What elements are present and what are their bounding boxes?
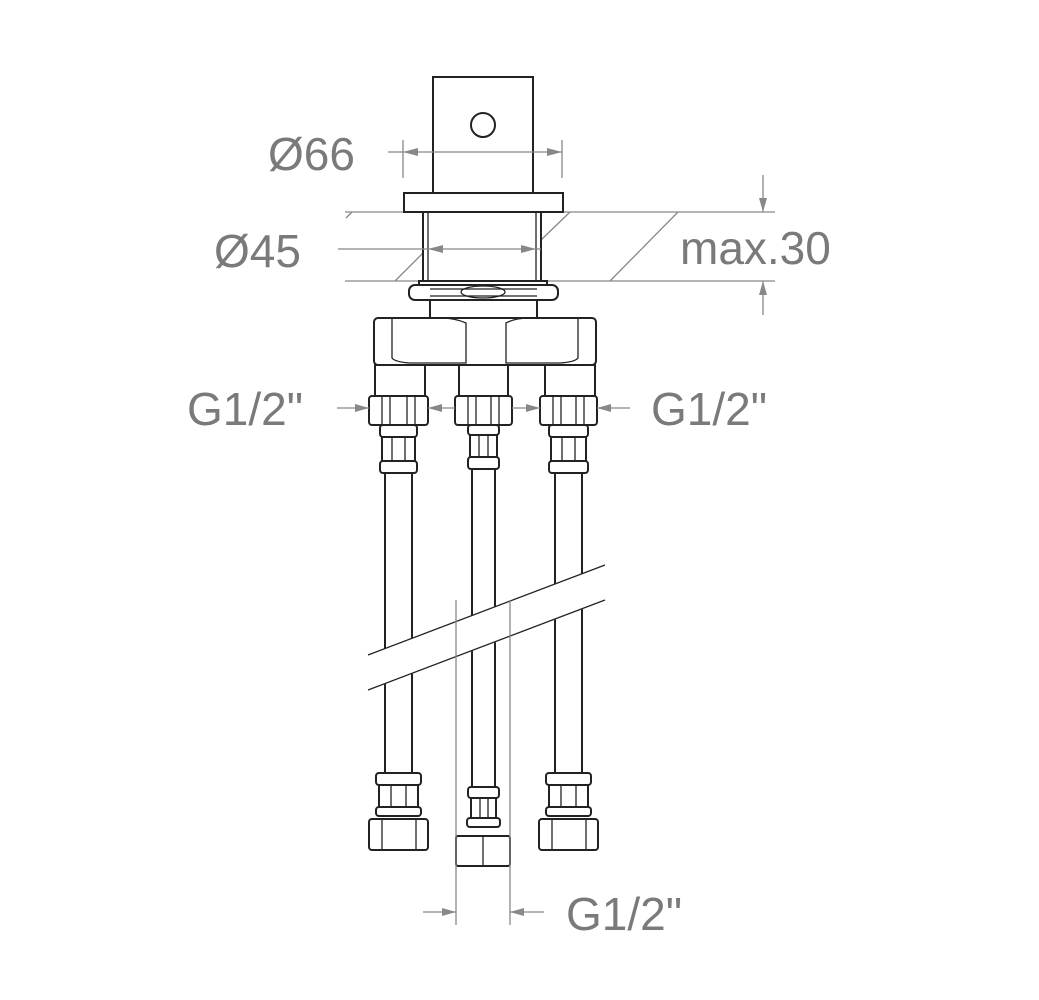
left-outlet-nut — [368, 818, 429, 851]
label-outlet: G1/2" — [566, 888, 682, 940]
inlet-nuts — [368, 395, 598, 426]
hoses — [379, 424, 589, 788]
neck — [429, 299, 538, 319]
label-outer-diameter: Ø66 — [268, 128, 355, 180]
left-hose — [384, 472, 413, 774]
handle-hole — [470, 112, 496, 138]
hose-end-fittings — [368, 772, 599, 867]
label-max-thickness: max.30 — [680, 222, 831, 274]
left-inlet-nut — [368, 395, 429, 426]
label-inner-diameter: Ø45 — [214, 225, 301, 277]
middle-outlet-nut — [454, 395, 513, 426]
dimension-lines — [337, 140, 767, 925]
right-hose — [554, 472, 583, 774]
right-outlet-nut — [538, 818, 599, 851]
break-band — [362, 562, 612, 693]
manifold — [373, 317, 597, 397]
right-inlet-nut — [539, 395, 598, 426]
flange — [403, 192, 564, 213]
label-left-inlet: G1/2" — [187, 383, 303, 435]
label-right-inlet: G1/2" — [651, 383, 767, 435]
